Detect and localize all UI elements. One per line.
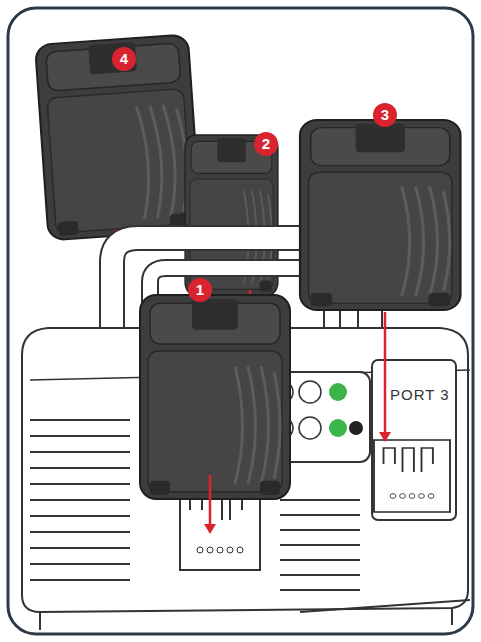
callout-number: 1 <box>188 278 212 302</box>
port-label: PORT 3 <box>390 386 450 404</box>
callout-number: 3 <box>373 103 397 127</box>
battery-4 <box>35 34 201 240</box>
callout-number: 4 <box>112 47 136 71</box>
battery-3 <box>300 120 461 310</box>
frame <box>8 8 473 634</box>
battery-1 <box>140 295 290 499</box>
callout-number: 2 <box>254 132 278 156</box>
insert-arrow <box>204 312 391 534</box>
